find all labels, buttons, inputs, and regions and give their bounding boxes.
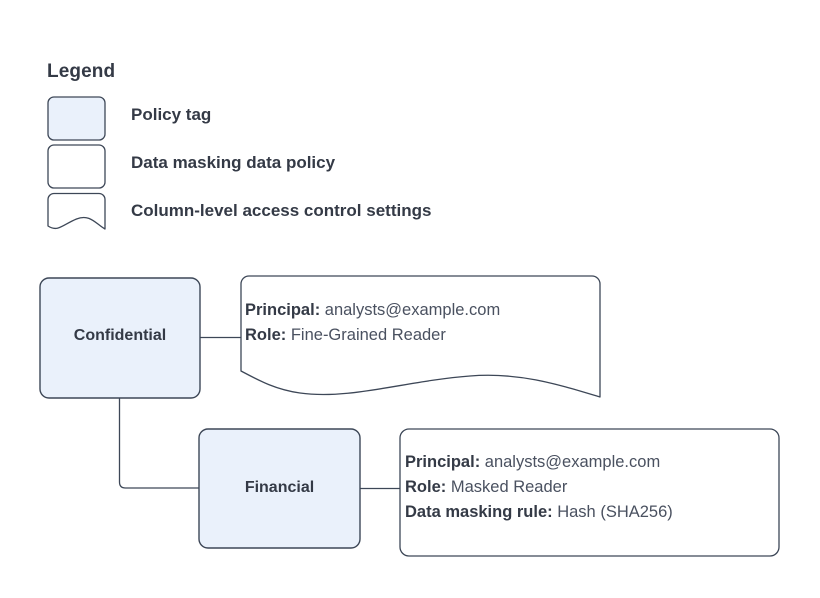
note-detail-value: analysts@example.com (484, 453, 661, 471)
note-detail-value: Fine-Grained Reader (290, 326, 446, 344)
data-masking-policy-swatch (47, 144, 106, 189)
node-label-confidential: Confidential (73, 327, 167, 344)
note-detail-row: Data masking rule: Hash (SHA256) (405, 500, 673, 525)
access-control-settings-swatch (47, 192, 106, 230)
note-detail-value: analysts@example.com (324, 301, 501, 319)
note-financial-masking-policy[interactable] (399, 428, 780, 557)
note-detail-value: Hash (SHA256) (557, 503, 673, 521)
node-financial[interactable] (198, 428, 361, 549)
note-detail-key: Role: (245, 326, 291, 344)
legend-item-label-access-control-settings: Column-level access control settings (131, 201, 432, 220)
note-confidential-settings[interactable] (240, 275, 601, 398)
note-detail-row: Role: Masked Reader (405, 475, 673, 500)
note-detail-key: Principal: (245, 301, 325, 319)
edge-confidential-to-financial (118, 398, 199, 489)
node-label-financial: Financial (244, 479, 315, 496)
node-confidential[interactable] (39, 277, 201, 399)
legend-item-label-policy-tag: Policy tag (131, 105, 212, 124)
note-detail-row: Role: Fine-Grained Reader (245, 323, 500, 348)
note-detail-key: Role: (405, 478, 451, 496)
policy-tag-swatch (47, 96, 106, 141)
note-detail-value: Masked Reader (450, 478, 568, 496)
legend-item-label-data-masking-policy: Data masking data policy (131, 153, 336, 172)
note-detail-row: Principal: analysts@example.com (405, 450, 673, 475)
legend-title: Legend (47, 61, 116, 82)
note-detail-key: Principal: (405, 453, 485, 471)
note-detail-row: Principal: analysts@example.com (245, 298, 500, 323)
note-detail-key: Data masking rule: (405, 503, 558, 521)
